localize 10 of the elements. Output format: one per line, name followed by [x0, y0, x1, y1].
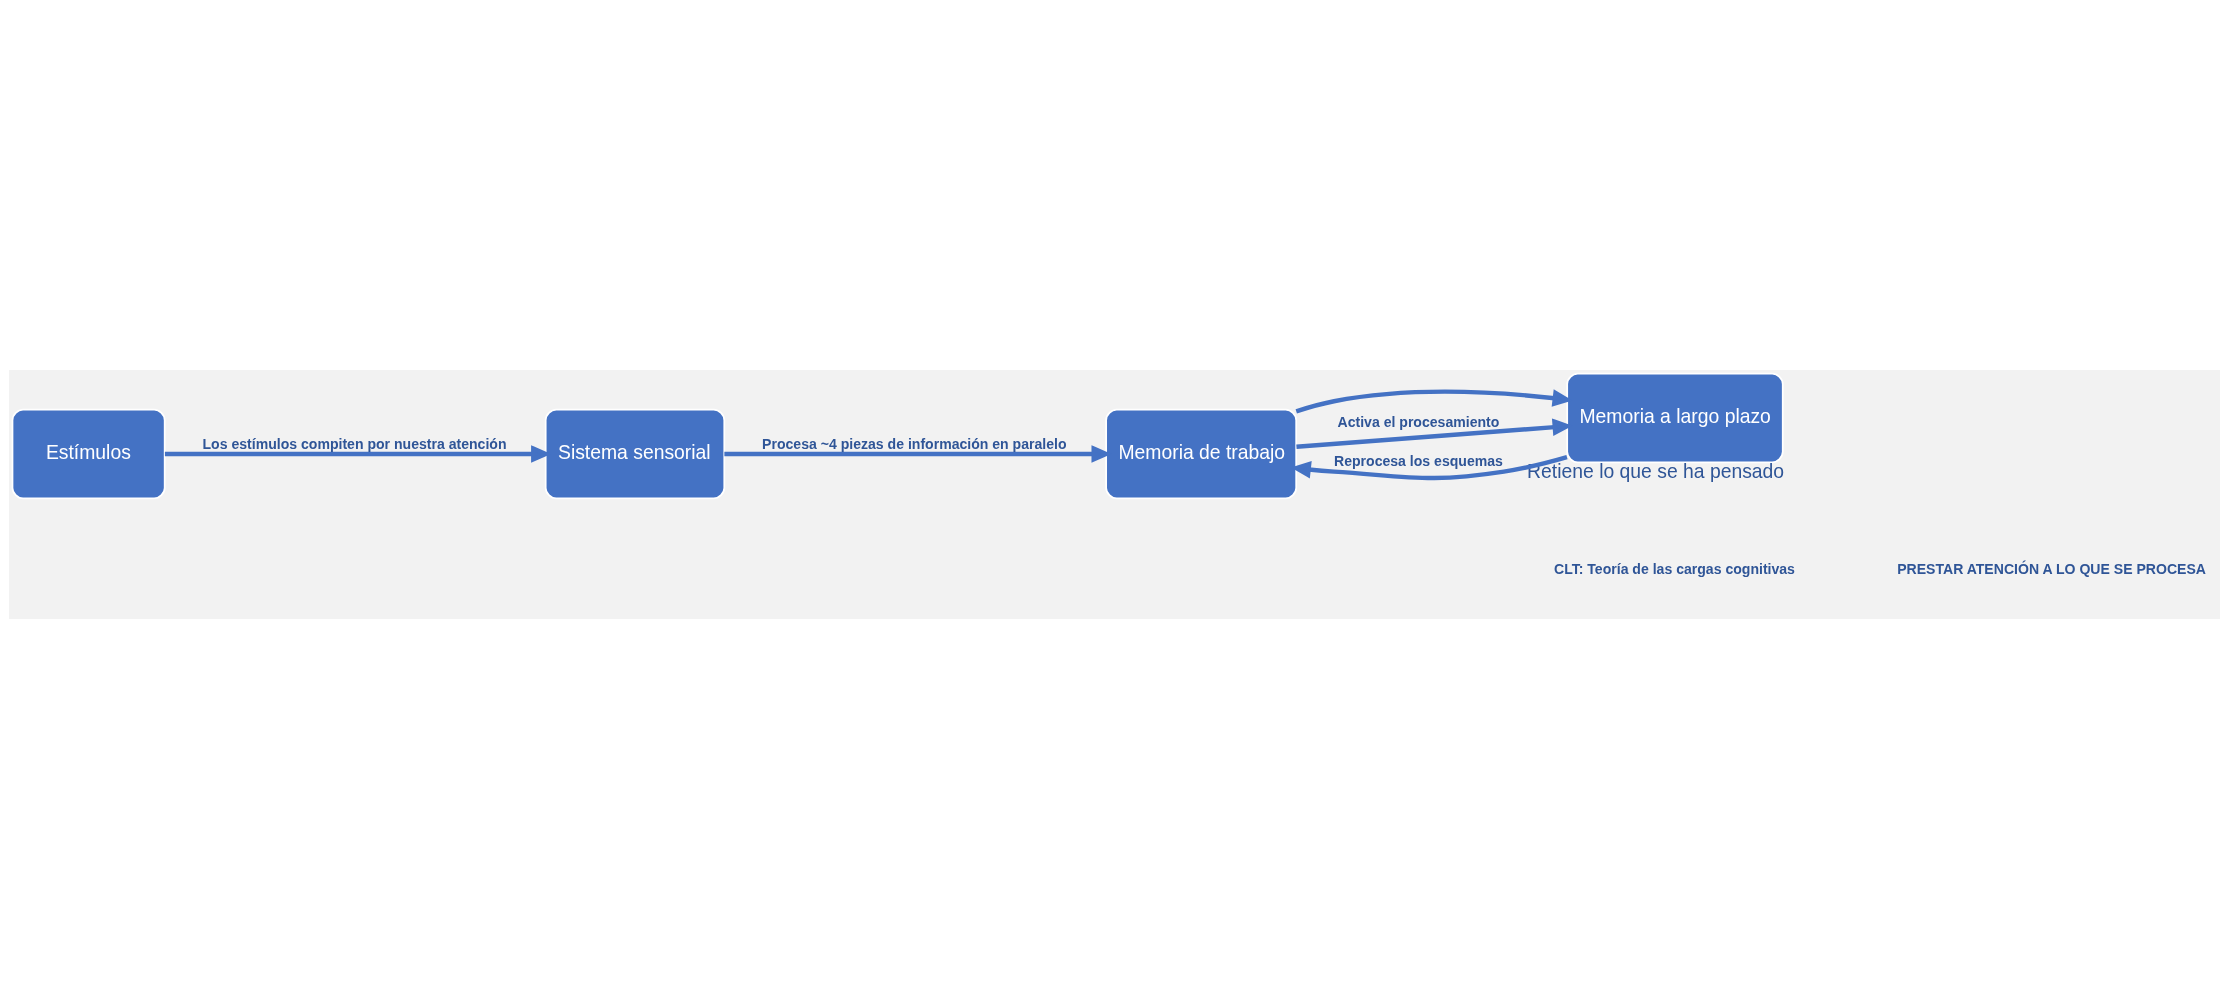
label: CLT: Teoría de las cargas cognitivas	[1553, 560, 1795, 577]
edge-label: Activa el procesamiento	[1337, 413, 1500, 430]
node-box: Memoria a largo plazo	[1566, 372, 1784, 464]
edge-label: Procesa ~4 piezas de información en paralelo	[762, 435, 1067, 452]
node-box: Memoria de trabajo	[1105, 408, 1298, 500]
label: PRESTAR ATENCIÓN A LO QUE SE PROCESA	[1897, 560, 2207, 577]
edge-label: Reprocesa los esquemas	[1334, 453, 1503, 470]
node-box: Sistema sensorial	[544, 408, 726, 500]
edge-label: Los estímulos compiten por nuestra atención	[202, 435, 507, 452]
node-box: Estímulos	[11, 408, 166, 500]
